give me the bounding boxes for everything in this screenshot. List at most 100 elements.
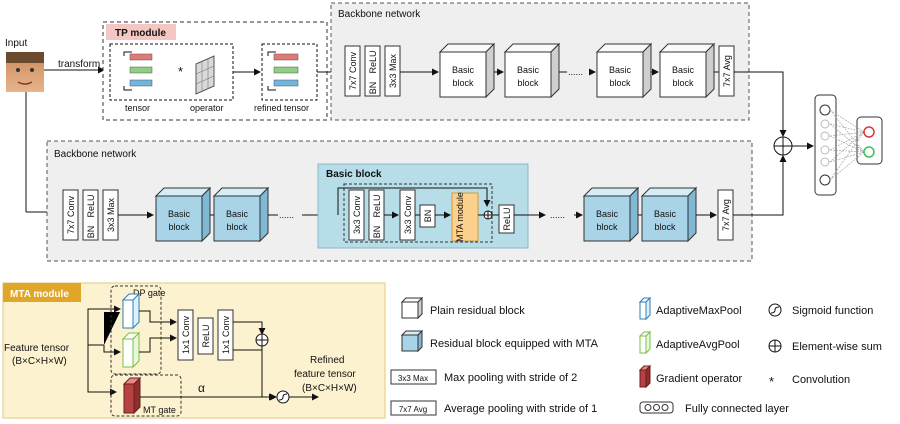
conv7-layer-bottom [62,189,79,241]
legend-mta-block-label: Residual block equipped with MTA [430,338,599,350]
conv7-layer-top [344,45,361,97]
svg-text:block: block [672,78,694,88]
svg-text:1x1 Conv: 1x1 Conv [181,315,191,354]
basic-block-title: Basic block [326,169,382,180]
legend-plain-block-icon [400,296,424,320]
bn-layer-block [419,204,436,228]
svg-text:3x3 Conv: 3x3 Conv [352,195,362,234]
svg-text:7x7 Avg: 7x7 Avg [399,405,427,414]
refined-line1: Refined [310,355,344,366]
mta-module-detail: MTA module Feature tensor (B×C×H×W) DP g… [2,282,386,419]
svg-text:MTA module: MTA module [455,192,465,242]
svg-text:1x1 Conv: 1x1 Conv [221,315,231,354]
svg-text:ReLU: ReLU [201,324,211,347]
svg-text:ReLU: ReLU [502,207,512,230]
tensor-label: tensor [125,103,150,113]
dp-gate-label: DP gate [133,288,165,298]
alpha-label: α [198,381,205,395]
bn-layer-bottom [82,189,99,241]
plain-block-1: Basic block [438,42,496,99]
svg-text:3x3 Max: 3x3 Max [106,197,116,232]
legend-avg-label: Average pooling with stride of 1 [444,403,597,415]
mta-conv1-layer-2 [217,309,234,361]
mta-module-header [3,283,81,302]
legend-adaptive-avg-pool-icon [638,330,652,355]
svg-text:ReLU: ReLU [372,194,382,217]
mta-module-title: MTA module [10,289,69,300]
tp-module-title: TP module [115,28,166,39]
legend-max-box [390,369,437,385]
backbone-network-top: Backbone network 7x7 Conv BN ReLU 3x3 Ma… [330,2,750,121]
refined-tensor-icon [267,51,299,91]
element-wise-sum-icon [773,136,793,156]
refined-tensor-label: refined tensor [254,103,309,113]
ellipsis-top: ...... [568,67,583,77]
refined-line3: (B×C×H×W) [302,383,357,394]
plain-block-4: Basic block [658,42,716,99]
svg-text:block: block [609,78,631,88]
legend-grad-label: Gradient operator [656,373,743,385]
adaptive-avg-pool-icon [121,331,141,369]
svg-text:BN: BN [372,226,382,239]
svg-text:Basic: Basic [517,65,540,75]
svg-text:7x7 Conv: 7x7 Conv [348,51,358,90]
mta-block-1: Basic block [154,186,212,243]
svg-text:ReLU: ReLU [86,194,96,217]
adaptive-max-pool-icon [121,292,141,330]
svg-text:block: block [226,222,248,232]
output-node-green [863,146,875,158]
ellipsis-bottom-1: ...... [279,210,294,220]
block-sum-icon [483,210,493,220]
feature-tensor-label: Feature tensor [4,343,70,354]
tp-module-header [106,24,176,40]
legend: Plain residual block Residual block equi… [390,296,882,416]
backbone-network-bottom: Backbone network 7x7 Conv BN ReLU 3x3 Ma… [46,140,753,262]
legend-convolution-star: * [769,374,774,389]
input-label: Input [5,38,27,49]
svg-text:Basic: Basic [168,209,191,219]
legend-amax-label: AdaptiveMaxPool [656,305,742,317]
svg-text:3x3 Conv: 3x3 Conv [403,195,413,234]
svg-text:Basic: Basic [596,209,619,219]
svg-text:3x3 Max: 3x3 Max [388,53,398,88]
svg-text:block: block [654,222,676,232]
fully-connected-layer [814,94,883,196]
svg-text:BN: BN [86,226,96,239]
tensor-icon [123,51,153,91]
svg-text:block: block [596,222,618,232]
legend-gradient-operator-icon [638,364,652,389]
operator-grid-icon [195,55,215,95]
legend-sigmoid-icon [768,303,782,317]
gradient-operator-icon [122,376,142,415]
legend-aavg-label: AdaptiveAvgPool [656,339,740,351]
legend-fc-label: Fully connected layer [685,403,789,415]
svg-text:Basic: Basic [452,65,475,75]
mt-gate-label: MT gate [143,405,176,415]
operator-label: operator [190,103,224,113]
plain-block-2: Basic block [503,42,561,99]
legend-mta-block-icon [400,329,424,353]
feature-tensor-shape: (B×C×H×W) [12,356,67,367]
legend-sum-label: Element-wise sum [792,341,882,353]
legend-sum-icon [768,339,782,353]
convolution-star: * [178,64,183,79]
bn-layer-top [364,45,381,97]
legend-avg-box [390,400,437,416]
relu-layer-block [498,204,515,234]
mta-sum-icon [255,333,269,347]
legend-plain-label: Plain residual block [430,305,525,317]
svg-text:3x3 Max: 3x3 Max [398,374,428,383]
svg-text:block: block [168,222,190,232]
mta-relu-layer [197,317,214,355]
conv3-layer-1 [348,189,365,241]
plain-block-3: Basic block [595,42,653,99]
transform-label: transform [58,59,100,70]
svg-text:block: block [452,78,474,88]
avg7-layer-top [718,45,735,97]
svg-text:ReLU: ReLU [368,50,378,73]
refined-line2: feature tensor [294,369,356,380]
svg-text:Basic: Basic [672,65,695,75]
mta-sigmoid-icon [276,390,290,404]
svg-text:BN: BN [368,82,378,95]
